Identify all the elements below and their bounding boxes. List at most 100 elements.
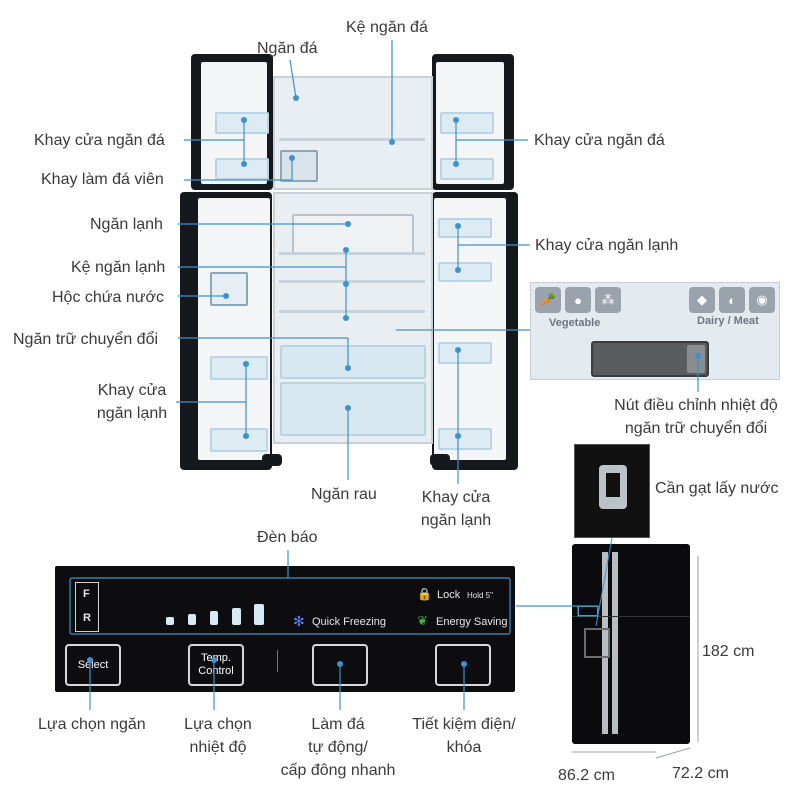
fridge-door-bin-right-2 [438,262,492,282]
label-line-1: Khay cửa [421,489,491,506]
label-fridge-door-bin-bottom: Khay cửa ngăn lạnh [414,488,498,530]
fridge-left-door-inner [198,198,270,460]
fridge-shelf-2 [279,280,425,283]
f-indicator: F [83,588,90,600]
label-freezer-compartment: Ngăn đá [257,40,318,57]
fridge-foot-left [262,454,282,466]
ice-tray [280,150,318,182]
dispenser-lever-slot [606,473,620,497]
energy-saving-label: Energy Saving [436,616,508,628]
label-line-2: ngăn trữ chuyển đổi [624,420,768,437]
label-select: Lựa chọn ngăn [38,716,146,733]
label-fridge-door-bin-right-top: Khay cửa ngăn lạnh [535,237,679,254]
label-line-1: Khay cửa [97,382,167,399]
label-convertible-drawer: Ngăn trữ chuyển đổi [13,331,159,348]
cheese-icon: ◆ [689,287,715,313]
hold-label: Hold 5" [467,591,493,600]
panel-divider [277,650,278,672]
freezer-door-bin-right-top [440,112,494,134]
label-quick-freeze: Làm đá tự động/ cấp đông nhanh [268,715,408,780]
label-freezer-door-bin-left: Khay cửa ngăn đá [34,132,165,149]
temp-level-1 [166,617,174,625]
label-indicator-lights: Đèn báo [257,529,318,546]
quick-freeze-button[interactable]: • [312,644,368,686]
label-ice-tray: Khay làm đá viên [41,171,164,188]
temp-level-3 [210,611,218,625]
label-freezer-door-bin-right: Khay cửa ngăn đá [534,132,665,149]
convertible-control-zoom: 🥕 ● ⁂ Vegetable ◆ ◐ ◉ Dairy / Meat [530,282,780,380]
slider-knob[interactable] [687,345,705,373]
water-tank [210,272,248,306]
label-line-2: khóa [446,739,482,756]
dimension-width: 86.2 cm [558,767,615,784]
label-line-2: ngăn lạnh [96,405,168,422]
dairy-meat-label: Dairy / Meat [697,315,759,327]
front-control [578,606,598,616]
convertible-temp-slider[interactable] [591,341,709,377]
energy-saving-button[interactable]: • [435,644,491,686]
label-water-tank: Hộc chứa nước [52,289,164,306]
dimension-height: 182 cm [702,643,755,660]
label-line-2: tự động/ [308,739,368,756]
label-line-1: Tiết kiệm điện/ [412,716,516,733]
vegetable-label: Vegetable [549,317,601,329]
label-energy-saving: Tiết kiệm điện/ khóa [398,715,530,757]
select-label: Select [77,658,109,671]
chiller-tray [292,214,414,254]
fridge-door-bin-left-bottom [210,428,268,452]
fridge-door-bin-right-1 [438,218,492,238]
grape-icon: ⁂ [595,287,621,313]
temp-level-2 [188,614,196,625]
convertible-drawer [280,345,426,379]
door-split [572,616,690,617]
label-line-3: cấp đông nhanh [280,762,396,779]
temp-label: Temp. [201,652,231,664]
fridge-door-bin-right-4 [438,428,492,450]
r-indicator: R [83,612,91,624]
label-fridge-shelf: Kệ ngăn lạnh [71,259,166,276]
temp-level-5 [254,604,264,625]
control-label: Control [198,665,234,677]
vegetable-drawer [280,382,426,436]
fridge-closed-illustration [572,544,690,744]
label-vegetable-drawer: Ngăn rau [311,486,377,503]
label-line-1: Làm đá [311,716,365,733]
label-line-1: Lựa chọn [184,716,252,733]
snowflake-icon: ✻ [293,613,305,629]
freezer-door-bin-right-bottom [440,158,494,180]
label-line-2: nhiệt độ [189,739,247,756]
select-button[interactable]: Select [65,644,121,686]
freezer-door-bin-left-top [215,112,269,134]
label-fridge-compartment: Ngăn lạnh [90,216,163,233]
fridge-right-door-inner [434,198,506,460]
control-panel: F R ✻ Quick Freezing 🔒 Lock Hold 5" ❦ En… [55,566,515,692]
meat-icon: ◐ [719,287,745,313]
fridge-door-bin-right-3 [438,342,492,364]
label-dispenser-lever: Cần gạt lấy nước [655,480,779,497]
label-convertible-temp-knob: Nút điều chỉnh nhiệt độ ngăn trữ chuyển … [598,396,794,438]
fish-icon: ◉ [749,287,775,313]
carrot-icon: 🥕 [535,287,561,313]
front-dispenser [584,628,610,658]
lock-label: Lock [437,589,461,601]
dimension-depth: 72.2 cm [672,765,729,782]
freezer-door-bin-left-bottom [215,158,269,180]
water-dispenser-zoom [574,444,650,538]
leaf-icon: ❦ [417,613,428,628]
fridge-shelf-1 [279,252,425,255]
label-line-2: ngăn lạnh [420,512,492,529]
label-temp-select: Lựa chọn nhiệt độ [176,715,260,757]
label-freezer-shelf: Kệ ngăn đá [346,19,428,36]
temp-level-4 [232,608,241,625]
handle-right [612,552,618,734]
label-line-1: Nút điều chỉnh nhiệt độ [614,397,778,414]
lock-icon: 🔒 [417,587,432,601]
label-fridge-door-bin-left: Khay cửa ngăn lạnh [90,381,174,423]
fridge-foot-right [430,454,450,466]
temp-control-button[interactable]: Temp. Control [188,644,244,686]
quick-freezing-label: Quick Freezing [312,616,386,628]
fridge-door-bin-left-top [210,356,268,380]
handle-left [602,552,608,734]
freezer-shelf [279,138,425,141]
tomato-icon: ● [565,287,591,313]
